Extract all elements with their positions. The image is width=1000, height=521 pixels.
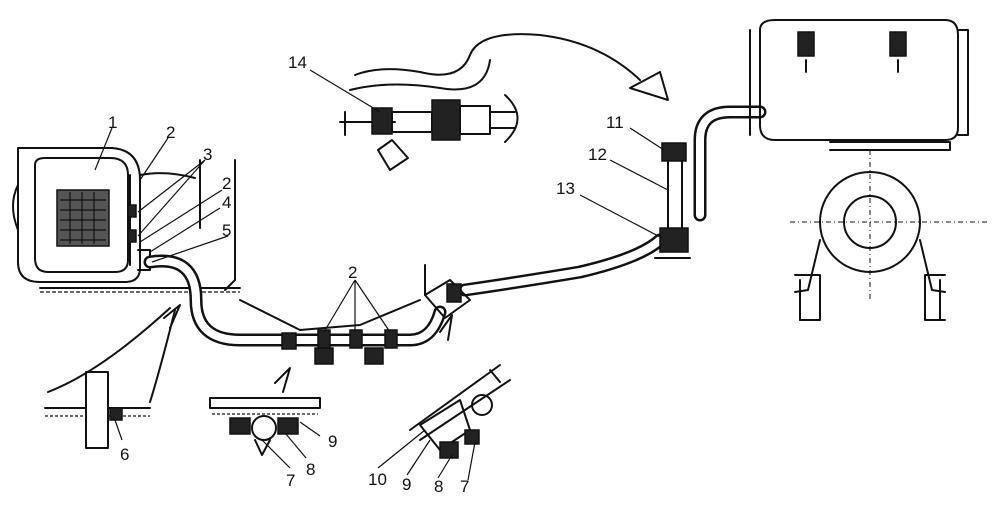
fuel-filter — [654, 142, 691, 259]
callout-2-lower: 2 — [348, 263, 357, 282]
callout-14: 14 — [288, 53, 307, 72]
pipe-clamps — [281, 329, 398, 365]
callout-9-right: 9 — [402, 475, 411, 494]
callout-8-left: 8 — [306, 460, 315, 479]
callout-2-upper: 2 — [166, 123, 175, 142]
callout-8-right: 8 — [434, 477, 443, 496]
callout-7-left: 7 — [286, 471, 295, 490]
floor-panel — [39, 159, 241, 293]
leader-lines — [94, 69, 669, 481]
detail-clamp-right — [409, 314, 511, 459]
callout-5: 5 — [222, 221, 231, 240]
fuel-tank — [749, 19, 969, 151]
callout-3: 3 — [203, 145, 212, 164]
detail-6 — [44, 304, 181, 449]
fuel-line — [143, 105, 767, 347]
detail-14 — [339, 33, 669, 171]
callout-9-left: 9 — [328, 432, 337, 451]
shutoff-valve — [424, 264, 471, 319]
callout-11: 11 — [606, 113, 624, 132]
callout-6: 6 — [120, 445, 129, 464]
callout-4: 4 — [222, 193, 231, 212]
callout-2-middle: 2 — [222, 174, 231, 193]
callout-7-right: 7 — [460, 477, 469, 496]
tank-end-view — [790, 150, 990, 321]
callout-1: 1 — [108, 113, 117, 132]
callout-10: 10 — [368, 470, 387, 489]
callout-12: 12 — [588, 145, 607, 164]
callout-13: 13 — [556, 179, 575, 198]
callout-labels: 1 2 3 2 4 5 2 6 7 8 9 10 9 8 7 11 12 13 … — [108, 53, 624, 496]
detail-clamp-left — [209, 367, 321, 456]
